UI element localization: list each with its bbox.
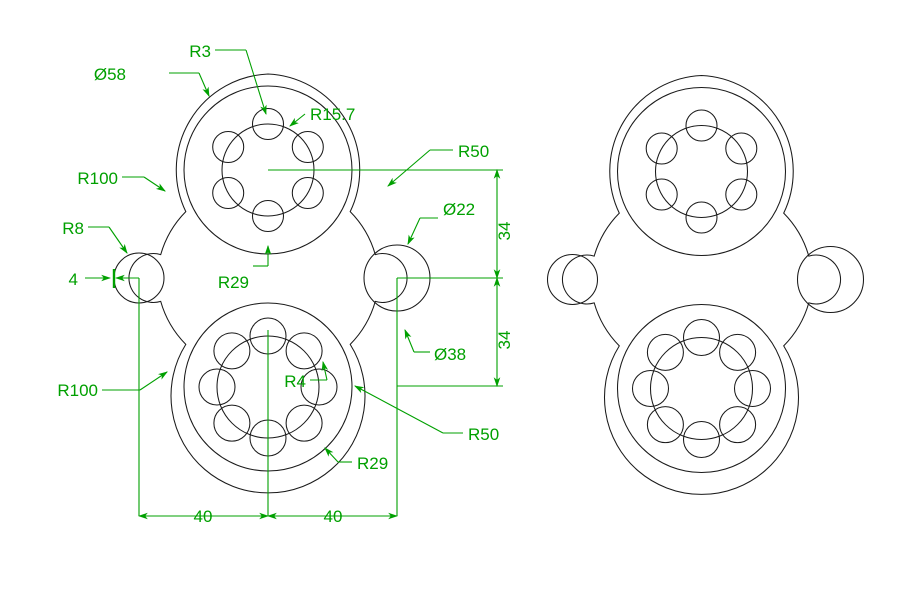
dimension-40-group [137,278,399,520]
label-radius-8: R8 [62,219,84,238]
leader-radius-29-upper [253,244,272,267]
label-diameter-38: Ø38 [434,345,466,364]
label-radius-3: R3 [189,42,211,61]
label-radius-29-lower: R29 [357,454,388,473]
label-dimension-34-lower: 34 [495,331,514,350]
plain-view [546,74,865,495]
leader-radius-29-lower [324,447,352,463]
label-radius-100-lower: R100 [57,381,98,400]
label-radius-29-upper: R29 [218,273,249,292]
dimensioned-view: Ø58 R3 R15.7 R100 R8 4 R29 R50 Ø22 Ø38 3… [57,42,514,526]
label-radius-50-lower: R50 [468,425,499,444]
leader-radius-50-lower [354,385,463,434]
label-radius-4: R4 [284,372,306,391]
leader-radius-100-upper [122,176,166,192]
part-outline-left [113,73,431,494]
leader-diameter-58 [169,72,210,98]
label-radius-15-7: R15.7 [310,105,355,124]
label-dimension-4: 4 [69,270,78,289]
leader-radius-8 [88,226,128,254]
label-diameter-22: Ø22 [443,200,475,219]
leader-radius-100-lower [102,371,168,391]
label-radius-50-upper: R50 [458,142,489,161]
label-dimension-40-left: 40 [194,507,213,526]
label-dimension-40-right: 40 [324,507,343,526]
leader-radius-15-7 [289,113,306,127]
leader-radius-4 [310,360,329,381]
leader-diameter-38 [404,328,430,353]
leader-diameter-22 [407,217,438,245]
leader-radius-50-upper [387,149,453,187]
label-diameter-58: Ø58 [94,65,126,84]
part-outline-right [546,74,865,495]
dimension-4 [85,269,139,288]
label-dimension-34-upper: 34 [495,222,514,241]
leader-radius-3 [215,49,267,116]
dimension-34-group [268,168,503,388]
label-radius-100-upper: R100 [77,169,118,188]
